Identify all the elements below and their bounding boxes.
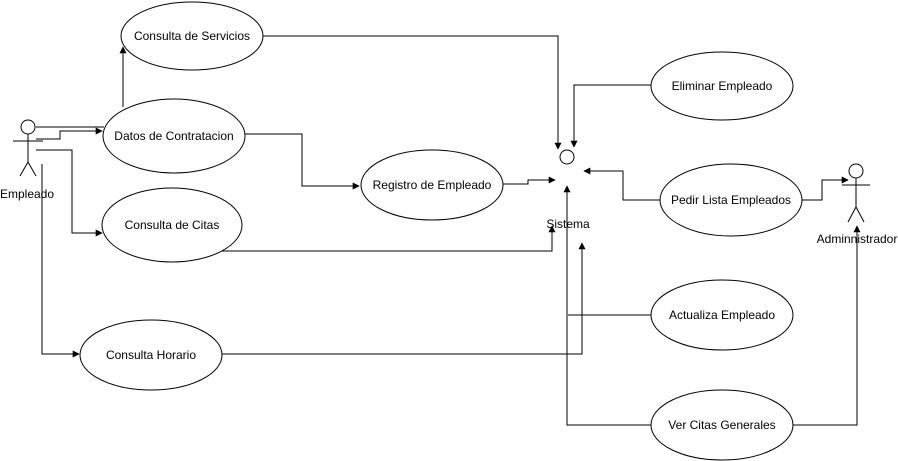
edge-empleado-to-citas <box>36 149 103 237</box>
actor-administrador-leg-right <box>855 206 865 223</box>
use-case-pedir-lista-empleados-shape[interactable] <box>659 163 803 237</box>
use-case-consulta-horario-label: Consulta Horario <box>106 348 196 362</box>
edge-registro-to-sistema <box>503 176 556 185</box>
use-case-actualiza-empleado[interactable]: Actualiza Empleado <box>650 279 794 351</box>
use-case-consulta-horario-shape[interactable] <box>79 319 223 391</box>
use-case-datos-contratacion-label: Datos de Contratacion <box>114 129 233 143</box>
use-case-pedir-lista-empleados-label: Pedir Lista Empleados <box>671 193 791 207</box>
use-case-registro-empleado-shape[interactable] <box>360 149 504 221</box>
use-case-eliminar-empleado-shape[interactable] <box>650 51 794 121</box>
actor-sistema-label: Sistema <box>546 217 590 231</box>
actor-administrador: Adminnistrador <box>817 163 898 246</box>
use-case-registro-empleado[interactable]: Registro de Empleado <box>360 149 504 221</box>
edge-horario-to-sistema <box>222 242 586 355</box>
use-case-actualiza-empleado-label: Actualiza Empleado <box>669 308 775 322</box>
use-case-eliminar-empleado[interactable]: Eliminar Empleado <box>650 51 794 121</box>
actor-empleado: Empleado <box>0 119 54 201</box>
use-case-actualiza-empleado-shape[interactable] <box>650 279 794 351</box>
use-case-consulta-servicios[interactable]: Consulta de Servicios <box>120 1 264 71</box>
edge-datos-to-registro <box>245 133 360 190</box>
edge-vercitas-to-sistema <box>563 185 652 426</box>
use-case-eliminar-empleado-label: Eliminar Empleado <box>672 79 773 93</box>
edge-servicios-to-sistema <box>262 35 562 150</box>
use-case-datos-contratacion[interactable]: Datos de Contratacion <box>102 98 246 174</box>
use-case-ver-citas-generales-label: Ver Citas Generales <box>668 418 775 432</box>
actor-empleado-leg-left <box>19 161 29 177</box>
use-case-consulta-horario[interactable]: Consulta Horario <box>79 319 223 391</box>
use-case-ver-citas-generales-shape[interactable] <box>650 389 794 461</box>
edge-pedir-to-admin <box>800 176 849 201</box>
use-case-datos-contratacion-shape[interactable] <box>102 98 246 174</box>
edge-empleado-to-horario <box>41 164 80 358</box>
actor-sistema-head <box>559 149 575 165</box>
edge-citas-to-sistema <box>222 225 556 252</box>
edge-vercitas-to-admin <box>793 225 861 426</box>
edge-empleado-to-datos-2 <box>36 127 103 140</box>
actor-empleado-leg-right <box>27 161 37 177</box>
actor-sistema: Sistema <box>546 149 590 231</box>
actor-administrador-label: Adminnistrador <box>817 232 898 246</box>
actor-administrador-leg-left <box>847 206 857 223</box>
edge-eliminar-to-sistema <box>570 84 652 148</box>
actor-administrador-head <box>848 163 864 179</box>
use-case-consulta-citas-shape[interactable] <box>101 187 243 263</box>
actor-empleado-head <box>20 119 36 135</box>
use-case-registro-empleado-label: Registro de Empleado <box>373 178 492 192</box>
use-case-consulta-citas[interactable]: Consulta de Citas <box>101 187 243 263</box>
use-case-consulta-servicios-label: Consulta de Servicios <box>134 29 250 43</box>
edge-pedir-to-sistema <box>583 167 660 201</box>
use-case-pedir-lista-empleados[interactable]: Pedir Lista Empleados <box>659 163 803 237</box>
edges <box>36 35 861 426</box>
actor-empleado-label: Empleado <box>0 187 54 201</box>
use-case-ver-citas-generales[interactable]: Ver Citas Generales <box>650 389 794 461</box>
use-case-consulta-servicios-shape[interactable] <box>120 1 264 71</box>
use-case-consulta-citas-label: Consulta de Citas <box>125 218 220 232</box>
